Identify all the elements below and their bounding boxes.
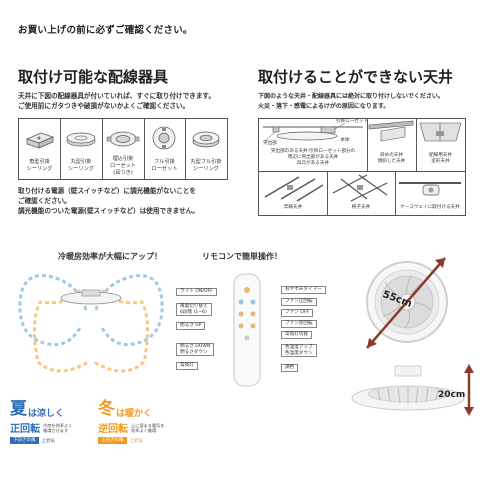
- cell-batten-ceiling: 竿縁天井: [259, 171, 328, 215]
- cell-sloped-ceiling: 斜めの天井 傾斜した天井: [367, 119, 417, 171]
- round-full-ceiling-icon: [192, 131, 220, 148]
- sloped-ceiling-illustration: [368, 120, 414, 142]
- remote-label-toning: 調色: [281, 364, 299, 372]
- fixtures-table: 角型引掛 シーリング 丸型引掛 シーリング 埋込引掛 ローゼット (耳つき): [18, 118, 228, 180]
- batten-ceiling-illustration: [264, 176, 324, 202]
- embedded-rosette-icon: [106, 131, 140, 147]
- fixture-round-full-ceiling: 丸型フル引掛 シーリング: [185, 119, 227, 179]
- remote-label-light-onoff: ライト ON/OFF: [176, 288, 217, 296]
- round-ceiling-icon: [66, 132, 96, 147]
- warm-airflow-right-loop: [93, 289, 149, 373]
- winter-badge: 上向きの風: [98, 437, 127, 444]
- efficiency-title: 冷暖房効率が大幅にアップ！: [58, 252, 162, 261]
- summer-mode-panel: 夏 は涼しく 正回転 冷房を効率よく 循環させます 下向きの風 上昇気: [10, 399, 73, 444]
- fixture-embedded-rosette: 埋込引掛 ローゼット (耳つき): [102, 119, 145, 179]
- remote-label-fan-off: ファン OFF: [281, 309, 314, 317]
- remote-label-fan-reverse: ファン逆回転: [281, 320, 317, 328]
- cell-caseway-ceiling: ケースウェイに取付ける天井: [395, 171, 465, 215]
- side-fan-blades-icon: [377, 386, 439, 404]
- cell-lattice-ceiling: 格子天井: [327, 171, 396, 215]
- incompatible-ceilings-description: 下図のような天井・配線器具には絶対に取り付けしないでください。 火災・落下・感電…: [258, 93, 444, 110]
- ceiling-fan-product-illustration: [351, 257, 474, 416]
- airflow-illustration: [18, 274, 164, 373]
- square-ceiling-icon: [26, 132, 54, 149]
- cell-deformed-ceiling: 配線用天井 変形天井: [416, 119, 465, 171]
- remote-label-sleep-timer: おやすみタイマー: [281, 286, 326, 294]
- remote-control-illustration: [233, 273, 261, 387]
- fixture-square-ceiling: 角型引掛 シーリング: [19, 119, 61, 179]
- deformed-ceiling-illustration: [419, 122, 462, 142]
- remote-label-fan-forward: ファン正回転: [281, 298, 317, 306]
- remote-label-fan-speed: 風量切り替え 6段階 (1~6): [176, 303, 212, 316]
- diameter-arrow: [366, 257, 446, 349]
- compatible-fixtures-title: 取付け可能な配線器具: [18, 68, 169, 86]
- lattice-ceiling-illustration: [332, 174, 388, 202]
- caseway-ceiling-illustration: [399, 182, 461, 196]
- winter-mode-panel: 冬 は暖かく 逆回転 上に溜まる暖気を 効率よく循環 上向きの風 上昇気: [98, 399, 165, 444]
- cool-airflow-right-loop: [94, 274, 164, 347]
- incompatible-row-bottom: 竿縁天井 格子天井 ケースウェイに取付ける天井: [259, 171, 465, 215]
- remote-label-brightness-up: 明るさ UP: [176, 322, 206, 330]
- dimmer-warning-note: 取り付ける電源（壁スイッチなど）に調光機能がないことを ご確認ください。 調光機…: [18, 187, 199, 215]
- purchase-notice: お買い上げの前に必ずご確認ください。: [18, 25, 193, 36]
- incompatible-row-top: 引掛ローゼット 本体 突出部 突出部のある天井:引掛ローゼット部分の 周辺に突出…: [259, 119, 465, 172]
- remote-label-night-light: 常夜灯: [176, 362, 198, 370]
- fixture-round-ceiling: 丸型引掛 シーリング: [60, 119, 103, 179]
- incompatible-ceilings-table: 引掛ローゼット 本体 突出部 突出部のある天井:引掛ローゼット部分の 周辺に突出…: [258, 118, 466, 216]
- cell-protrusion-ceiling: 引掛ローゼット 本体 突出部 突出部のある天井:引掛ローゼット部分の 周辺に突出…: [259, 119, 368, 171]
- remote-label-brightness-down: 明るさ DOWN 明るさダウン: [176, 343, 215, 356]
- compatible-fixtures-description: 天井に下図の配線器具が付いていれば、すぐに取り付けできます。 ご使用前にガタつき…: [18, 92, 215, 110]
- full-rosette-icon: [152, 126, 176, 150]
- remote-label-color-temp: 色温度アップ 色温度ダウン: [281, 344, 317, 357]
- fixture-full-rosette: フル引掛 ローゼット: [144, 119, 186, 179]
- cool-airflow-left-loop: [18, 274, 88, 347]
- protrusion-ceiling-illustration: [263, 122, 363, 142]
- warm-airflow-left-loop: [33, 289, 89, 373]
- summer-badge: 下向きの風: [10, 437, 39, 444]
- remote-label-night-switch: 常夜灯切替: [281, 331, 312, 339]
- incompatible-ceilings-title: 取付けることができない天井: [258, 68, 454, 86]
- height-label: 20cm: [438, 390, 466, 400]
- remote-title: リモコンで簡単操作！: [202, 252, 282, 261]
